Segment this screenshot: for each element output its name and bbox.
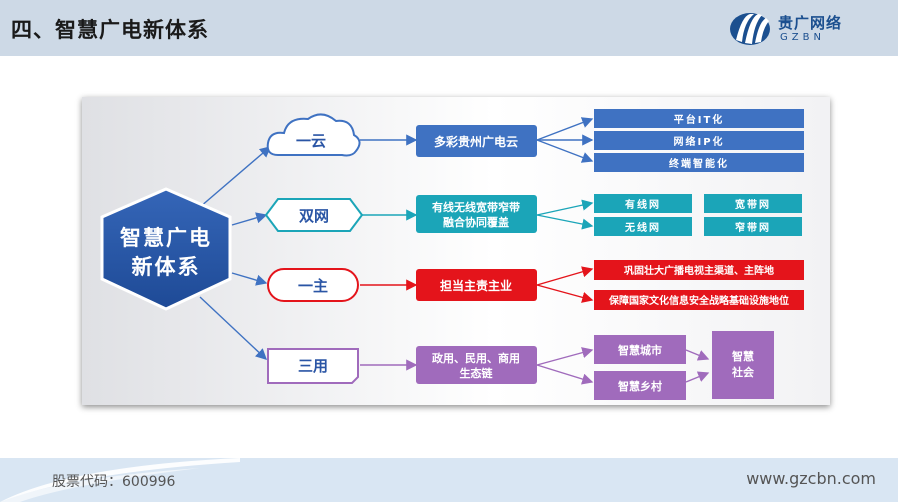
three-uses-label: 三用 xyxy=(298,357,328,375)
item-box-narrowband xyxy=(704,217,802,236)
item-box-wireless xyxy=(594,217,692,236)
item-box-ip xyxy=(594,131,804,150)
website-link[interactable]: www.gzcbn.com xyxy=(746,469,876,488)
page-title: 四、智慧广电新体系 xyxy=(11,18,209,42)
diagram-canvas: 智慧广电 新体系 一云 多彩贵州广电云 平台IT化 网络IP化 终端智能化 双网… xyxy=(100,109,804,400)
company-logo: 贵广网络 GZBN xyxy=(728,10,878,48)
middle-text-dual-line2: 融合协同覆盖 xyxy=(443,215,509,229)
stock-code: 股票代码：600996 xyxy=(52,474,176,490)
item-text-wireless: 无线网 xyxy=(624,221,661,234)
item-text-channel: 巩固壮大广播电视主渠道、主阵地 xyxy=(624,264,774,277)
branch-three-uses: 三用 xyxy=(267,348,359,384)
header-bar: 四、智慧广电新体系 贵广网络 GZBN xyxy=(0,0,898,56)
logo-name: 贵广网络 xyxy=(778,14,843,32)
system-diagram: 智慧广电 新体系 一云 多彩贵州广电云 平台IT化 网络IP化 终端智能化 双网… xyxy=(82,97,830,405)
middle-text-dual-line1: 有线无线宽带窄带 xyxy=(432,200,520,214)
middle-box-cloud xyxy=(416,125,537,157)
center-hexagon: 智慧广电 新体系 xyxy=(100,187,232,311)
final-text-line1: 智慧 xyxy=(732,349,754,363)
item-text-broadband: 宽带网 xyxy=(734,198,771,211)
item-text-cable: 有线网 xyxy=(625,198,661,211)
branch-dual-network: 双网 xyxy=(264,198,364,232)
middle-box-uses xyxy=(416,346,537,384)
item-box-broadband xyxy=(704,194,802,213)
main-label: 一主 xyxy=(298,277,328,295)
middle-box-dual xyxy=(416,195,537,233)
logo-mark-icon xyxy=(730,13,770,45)
middle-text-main: 担当主责主业 xyxy=(440,278,512,293)
item-text-it: 平台IT化 xyxy=(674,113,725,126)
footer-bar: 股票代码：600996 www.gzcbn.com xyxy=(0,458,898,502)
middle-text-cloud: 多彩贵州广电云 xyxy=(434,134,518,149)
item-box-it xyxy=(594,109,804,128)
item-text-narrowband: 窄带网 xyxy=(735,221,771,234)
item-box-terminal xyxy=(594,153,804,172)
item-text-smart-city: 智慧城市 xyxy=(618,343,662,357)
item-text-security: 保障国家文化信息安全战略基础设施地位 xyxy=(608,294,789,307)
dual-network-label: 双网 xyxy=(299,207,329,225)
center-text-line1: 智慧广电 xyxy=(120,226,212,250)
item-box-cable xyxy=(594,194,692,213)
item-box-smart-village xyxy=(594,371,686,400)
item-box-security xyxy=(594,290,804,310)
logo-subtitle: GZBN xyxy=(780,32,825,43)
middle-text-uses-line2: 生态链 xyxy=(460,366,494,380)
final-box-smart-society xyxy=(712,331,774,399)
item-text-terminal: 终端智能化 xyxy=(669,157,729,170)
final-text-line2: 社会 xyxy=(731,365,755,379)
middle-box-main xyxy=(416,269,537,301)
branch-cloud: 一云 xyxy=(266,113,361,157)
item-box-smart-city xyxy=(594,335,686,364)
cloud-label: 一云 xyxy=(296,132,326,150)
item-text-smart-village: 智慧乡村 xyxy=(618,379,662,393)
middle-text-uses-line1: 政用、民用、商用 xyxy=(432,351,520,365)
center-text-line2: 新体系 xyxy=(132,255,201,279)
branch-main: 一主 xyxy=(267,268,359,302)
item-text-ip: 网络IP化 xyxy=(673,135,724,148)
item-box-channel xyxy=(594,260,804,280)
footer-swoosh-icon xyxy=(0,458,240,502)
